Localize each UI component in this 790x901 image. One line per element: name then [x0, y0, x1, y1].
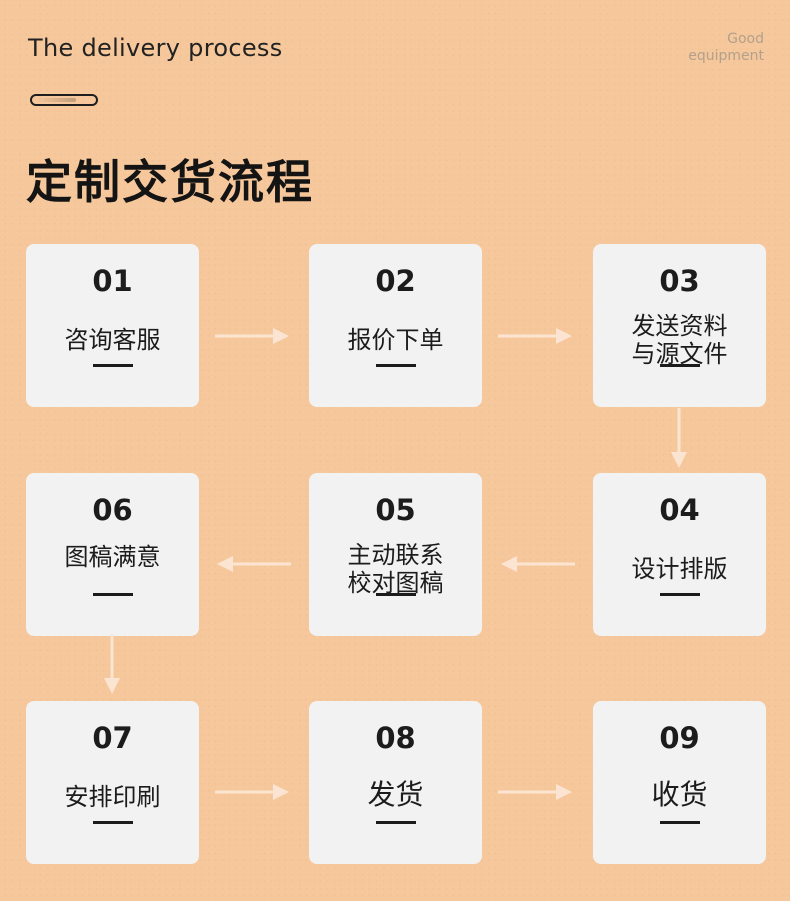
step-number: 04	[659, 493, 700, 527]
step-label: 发送资料 与源文件	[593, 312, 766, 368]
step-number: 09	[659, 721, 700, 755]
brand-tag-line-2: equipment	[688, 48, 764, 64]
step-label: 咨询客服	[64, 326, 161, 354]
step-underline	[93, 364, 133, 367]
decorative-pill	[30, 94, 98, 106]
step-underline	[93, 593, 133, 596]
step-label: 收货	[651, 778, 708, 811]
step-card-02: 02 报价下单	[309, 244, 482, 407]
arrow-right-icon	[498, 784, 572, 800]
step-underline	[660, 821, 700, 824]
step-number: 01	[92, 264, 133, 298]
step-label: 报价下单	[347, 326, 444, 354]
step-underline	[376, 364, 416, 367]
step-underline	[660, 593, 700, 596]
brand-tag-line-1: Good	[727, 31, 764, 47]
step-label-line-1: 主动联系	[347, 541, 444, 569]
page-title: 定制交货流程	[26, 155, 314, 209]
step-card-08: 08 发货	[309, 701, 482, 864]
arrow-left-icon	[501, 556, 575, 572]
arrow-right-icon	[498, 328, 572, 344]
step-number: 06	[92, 493, 133, 527]
step-underline	[376, 821, 416, 824]
step-label: 图稿满意	[64, 543, 161, 571]
decorative-pill-fill	[36, 98, 76, 102]
step-label: 主动联系 校对图稿	[309, 541, 482, 597]
step-number: 02	[375, 264, 416, 298]
step-label-line-2: 与源文件	[631, 340, 728, 368]
step-label: 发货	[367, 778, 424, 811]
step-underline	[93, 821, 133, 824]
step-card-04: 04 设计排版	[593, 473, 766, 636]
section-subtitle: The delivery process	[28, 34, 283, 62]
step-card-05: 05 主动联系 校对图稿	[309, 473, 482, 636]
step-number: 05	[375, 493, 416, 527]
step-card-06: 06 图稿满意	[26, 473, 199, 636]
step-card-07: 07 安排印刷	[26, 701, 199, 864]
step-number: 03	[659, 264, 700, 298]
arrow-right-icon	[215, 328, 289, 344]
step-label-line-1: 发送资料	[631, 312, 728, 340]
step-label: 安排印刷	[64, 783, 161, 811]
arrow-down-icon	[671, 408, 687, 468]
step-card-09: 09 收货	[593, 701, 766, 864]
step-number: 07	[92, 721, 133, 755]
step-underline	[660, 364, 700, 367]
step-card-01: 01 咨询客服	[26, 244, 199, 407]
step-label-line-2: 校对图稿	[347, 569, 444, 597]
step-number: 08	[375, 721, 416, 755]
arrow-down-icon	[104, 634, 120, 694]
step-underline	[376, 593, 416, 596]
step-label: 设计排版	[631, 555, 728, 583]
arrow-right-icon	[215, 784, 289, 800]
brand-tag: Good equipment	[688, 31, 764, 65]
arrow-left-icon	[217, 556, 291, 572]
step-card-03: 03 发送资料 与源文件	[593, 244, 766, 407]
